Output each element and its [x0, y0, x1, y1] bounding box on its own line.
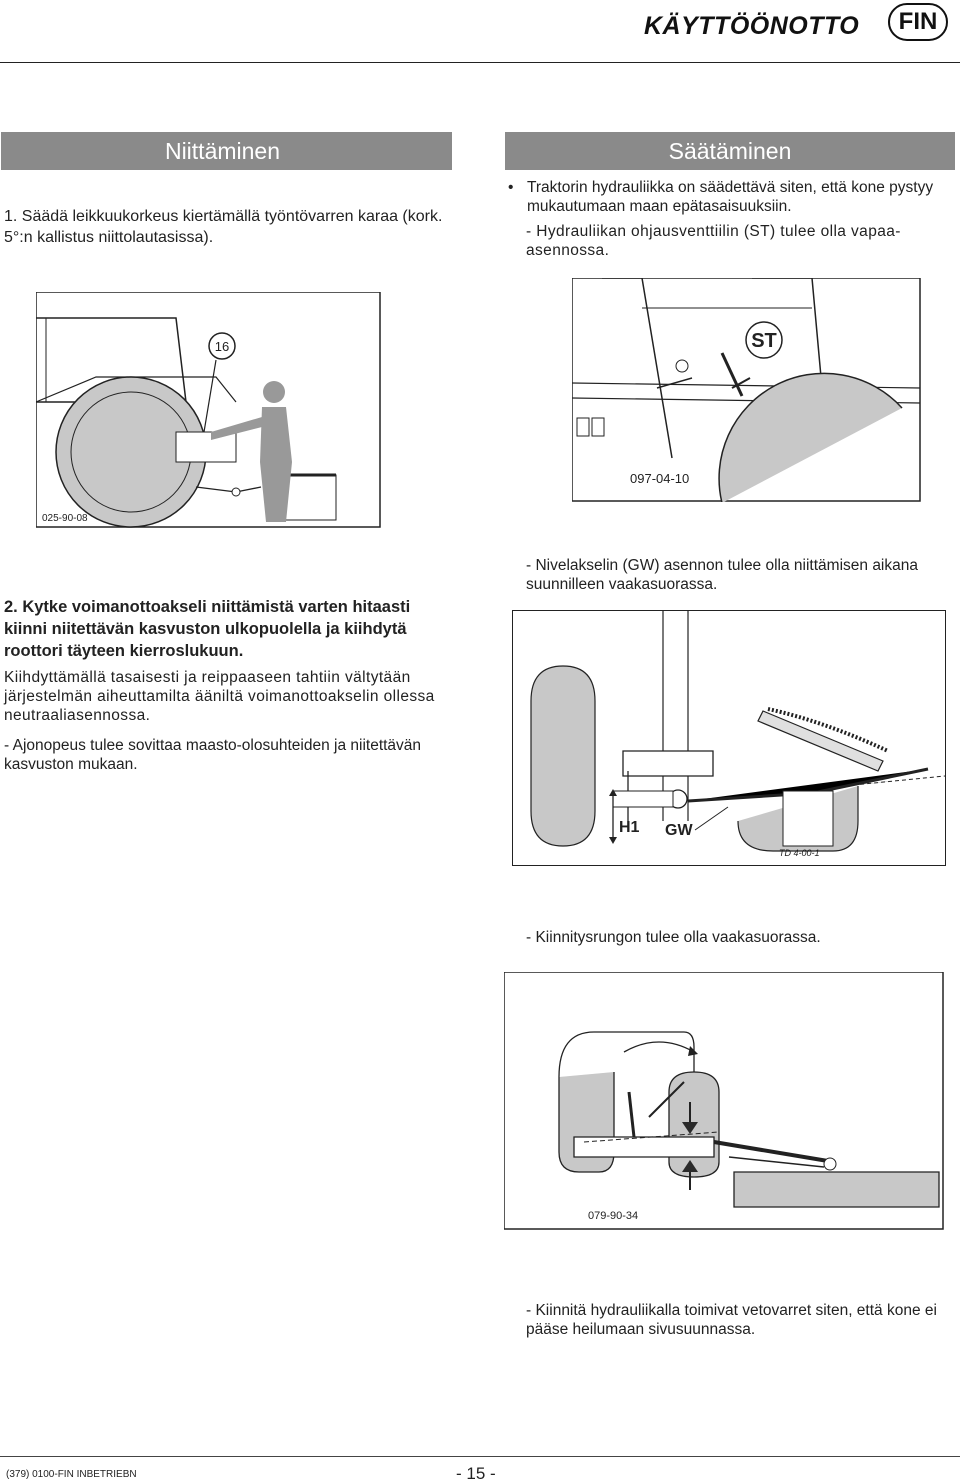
- callout-st-label: ST: [751, 330, 777, 352]
- dash-control-valve: - Hydrauliikan ohjausventtiilin (ST) tul…: [526, 223, 901, 259]
- step-2-note: - Ajonopeus tulee sovittaa maasto-olosuh…: [4, 737, 422, 773]
- figure-cutting-height: 16 025-90-08: [35, 291, 381, 528]
- bullet-hydraulics-text: Traktorin hydrauliikka on säädettävä sit…: [527, 179, 934, 215]
- pto-shaft-illustration: H1 GW TD 4-00-1: [530, 611, 946, 858]
- dash-lift-arms: - Kiinnitä hydrauliikalla toimivat vetov…: [526, 1302, 937, 1338]
- dash-frame-horizontal: - Kiinnitysrungon tulee olla vaakasuoras…: [526, 929, 821, 946]
- step-2-body: Kiihdyttämällä tasaisesti ja reippaaseen…: [4, 669, 435, 724]
- figure-frame-horizontal: 079-90-34: [503, 971, 944, 1230]
- step-1-text: 1. Säädä leikkuukorkeus kiertämällä työn…: [4, 208, 443, 246]
- section-bar-saataminen: Säätäminen: [505, 132, 955, 170]
- frame-horizontal-illustration: 079-90-34: [503, 971, 944, 1230]
- figure-pto-shaft: H1 GW TD 4-00-1: [512, 610, 946, 866]
- footer-page-number: - 15 -: [456, 1464, 496, 1483]
- label-gw: GW: [665, 822, 693, 839]
- fig2-code: 097-04-10: [630, 471, 689, 486]
- step-2-title: 2. Kytke voimanottoakseli niittämistä va…: [4, 598, 411, 660]
- section-title-saataminen: Säätäminen: [668, 137, 792, 164]
- page-header-title: KÄYTTÖÖNOTTO: [644, 12, 860, 40]
- fig4-code: 079-90-34: [588, 1210, 638, 1222]
- figure-control-valve: ST 097-04-10: [571, 277, 921, 504]
- cutting-height-illustration: 16 025-90-08: [35, 291, 381, 528]
- section-bar-niittaminen: Niittäminen: [1, 132, 452, 170]
- header-divider: [0, 62, 960, 63]
- fig1-code: 025-90-08: [42, 513, 88, 524]
- control-valve-illustration: ST 097-04-10: [571, 277, 921, 504]
- footer-document-code: (379) 0100-FIN INBETRIEBN: [6, 1469, 137, 1480]
- section-title-niittaminen: Niittäminen: [164, 137, 280, 164]
- bullet-hydraulics: • Traktorin hydrauliikka on säädettävä s…: [508, 178, 956, 216]
- language-badge: FIN: [888, 3, 948, 41]
- callout-16-label: 16: [215, 339, 229, 354]
- dash-pto-shaft: - Nivelakselin (GW) asennon tulee olla n…: [526, 557, 918, 593]
- label-h1: H1: [619, 819, 640, 836]
- fig3-code: TD 4-00-1: [779, 848, 820, 858]
- footer-divider: [0, 1456, 960, 1457]
